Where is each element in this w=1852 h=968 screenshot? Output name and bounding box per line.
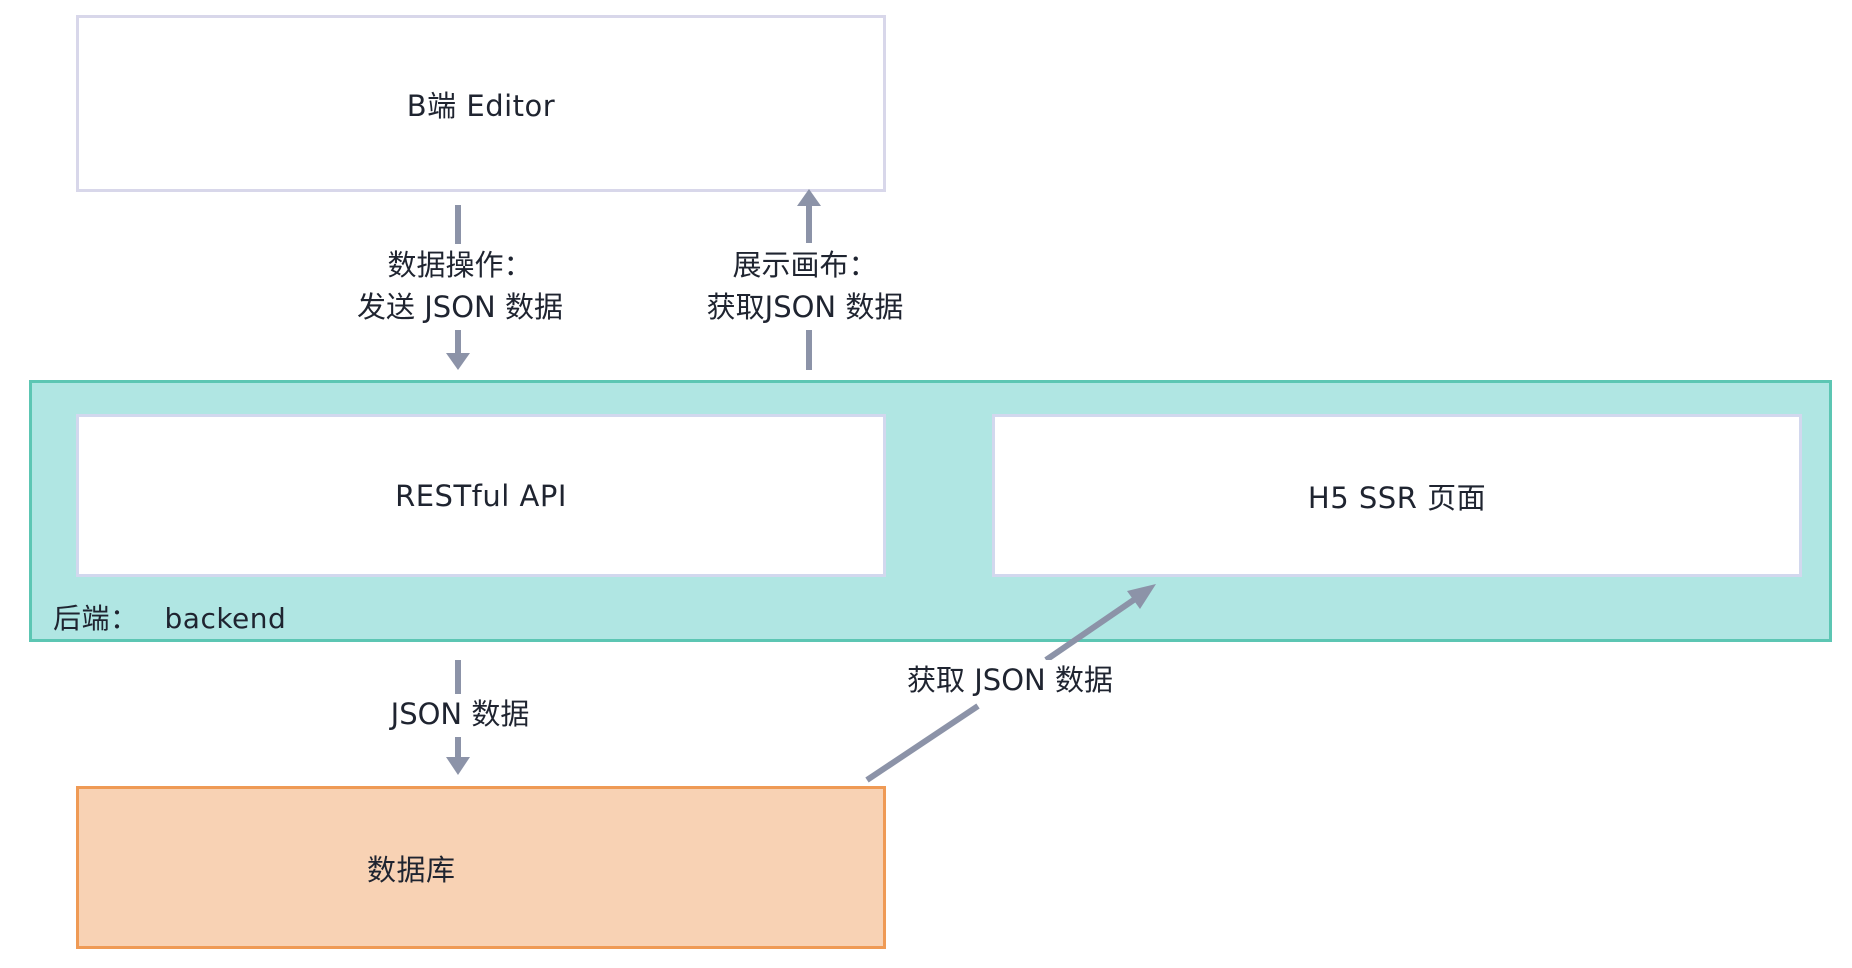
- arrow-fetch-segment-lower: [865, 703, 980, 783]
- edge-label-db-json: JSON 数据: [336, 694, 584, 734]
- backend-label-prefix: 后端：: [53, 602, 139, 635]
- database-node-label: 数据库: [367, 852, 456, 887]
- arrow-send-head: [446, 353, 470, 370]
- edge-label-send-line2: 发送 JSON 数据: [357, 290, 563, 324]
- edge-label-send: 数据操作： 发送 JSON 数据: [290, 244, 630, 328]
- restful-api-node-label: RESTful API: [395, 478, 567, 513]
- backend-label-name: backend: [164, 602, 287, 635]
- edge-label-show-line1: 展示画布：: [732, 248, 878, 282]
- h5-ssr-node: H5 SSR 页面: [992, 414, 1802, 577]
- edge-label-show: 展示画布： 获取JSON 数据: [650, 244, 960, 328]
- arrow-db-head: [446, 757, 470, 775]
- restful-api-node: RESTful API: [76, 414, 886, 577]
- h5-ssr-node-label: H5 SSR 页面: [1307, 480, 1487, 515]
- backend-label: 后端： backend: [53, 597, 286, 637]
- edge-label-send-line1: 数据操作：: [387, 248, 533, 282]
- edge-label-show-line2: 获取JSON 数据: [706, 290, 904, 324]
- edge-label-fetch-json: 获取 JSON 数据: [878, 660, 1142, 700]
- editor-node-label: B端 Editor: [406, 88, 556, 123]
- editor-node: B端 Editor: [76, 15, 886, 192]
- database-node: 数据库: [76, 786, 886, 949]
